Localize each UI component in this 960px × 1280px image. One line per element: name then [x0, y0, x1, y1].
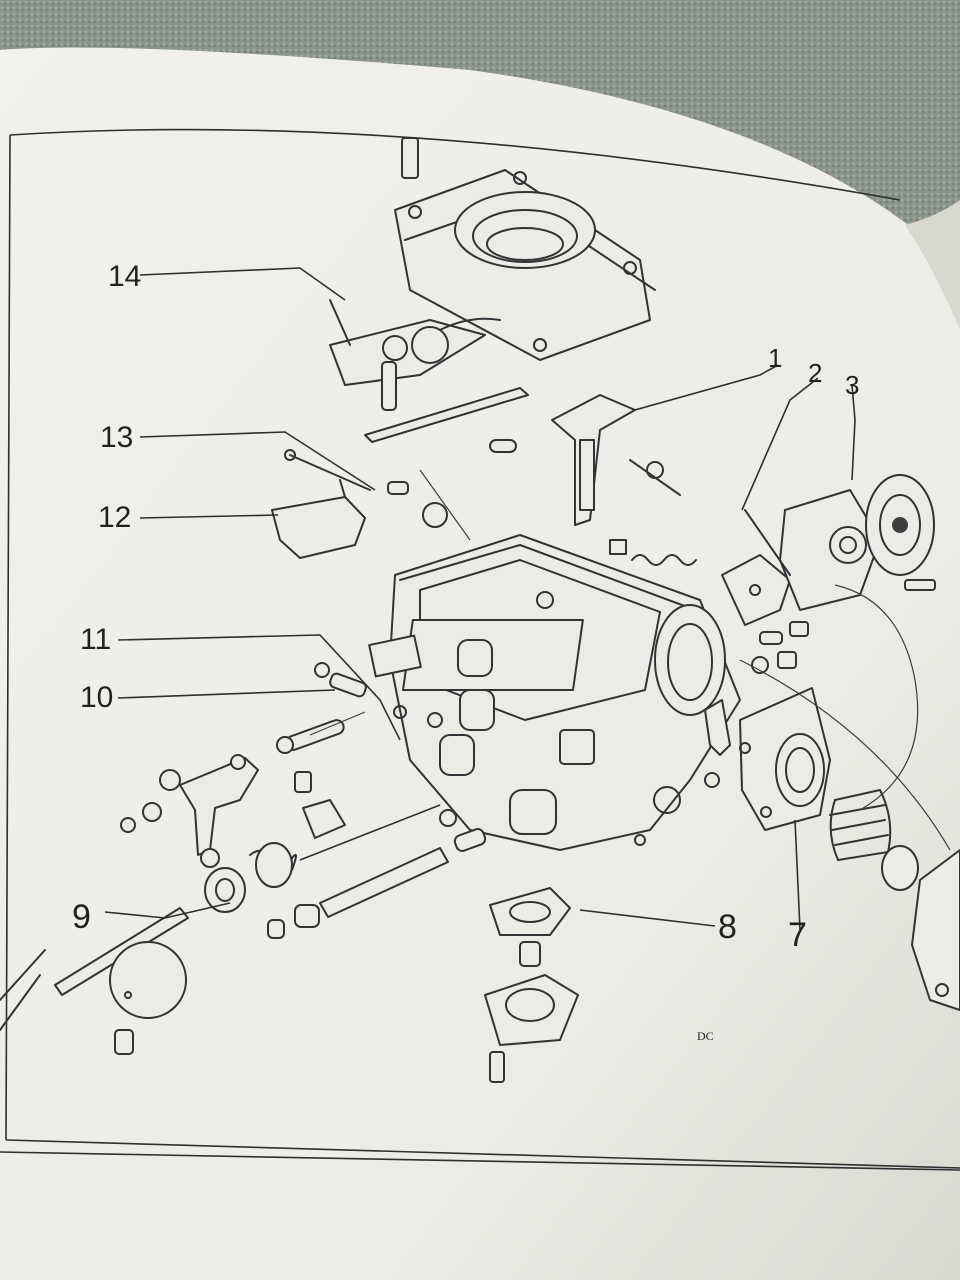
small-parts-right	[653, 621, 809, 814]
leader-lines	[104, 267, 856, 931]
callout-10: 10	[80, 681, 114, 714]
spring-coil-arc	[834, 584, 919, 811]
spring-small	[631, 554, 697, 566]
part-8-flange	[484, 834, 646, 1083]
choke-housing	[911, 849, 960, 1011]
page-curl	[905, 200, 960, 330]
top-cover	[394, 137, 656, 361]
pump-diaphragm-cover	[865, 474, 936, 591]
callout-8: 8	[718, 908, 737, 946]
gasket-strip	[364, 387, 529, 443]
callout-1: 1	[768, 343, 783, 373]
callout-9: 9	[72, 898, 91, 936]
callout-3: 3	[845, 370, 860, 400]
artist-mark: DC	[697, 1029, 714, 1043]
part-7-cover	[739, 687, 831, 831]
callout-11: 11	[80, 623, 112, 656]
choke-lever-assembly	[329, 299, 501, 411]
dashed-arc	[739, 659, 951, 851]
float-needle-assembly	[284, 449, 448, 528]
carburettor-body	[368, 534, 741, 851]
callout-7: 7	[788, 916, 807, 954]
callout-13: 13	[100, 421, 134, 454]
diagram-frame	[5, 128, 960, 1169]
callout-14: 14	[108, 260, 142, 293]
callout-2: 2	[808, 358, 823, 388]
accelerator-pump	[721, 489, 881, 626]
callout-12: 12	[98, 501, 132, 534]
throttle-shaft-assembly	[0, 809, 487, 1055]
part-1-lever	[489, 394, 681, 555]
choke-spring	[829, 789, 919, 891]
page-rule	[0, 1151, 960, 1171]
float	[271, 479, 366, 559]
